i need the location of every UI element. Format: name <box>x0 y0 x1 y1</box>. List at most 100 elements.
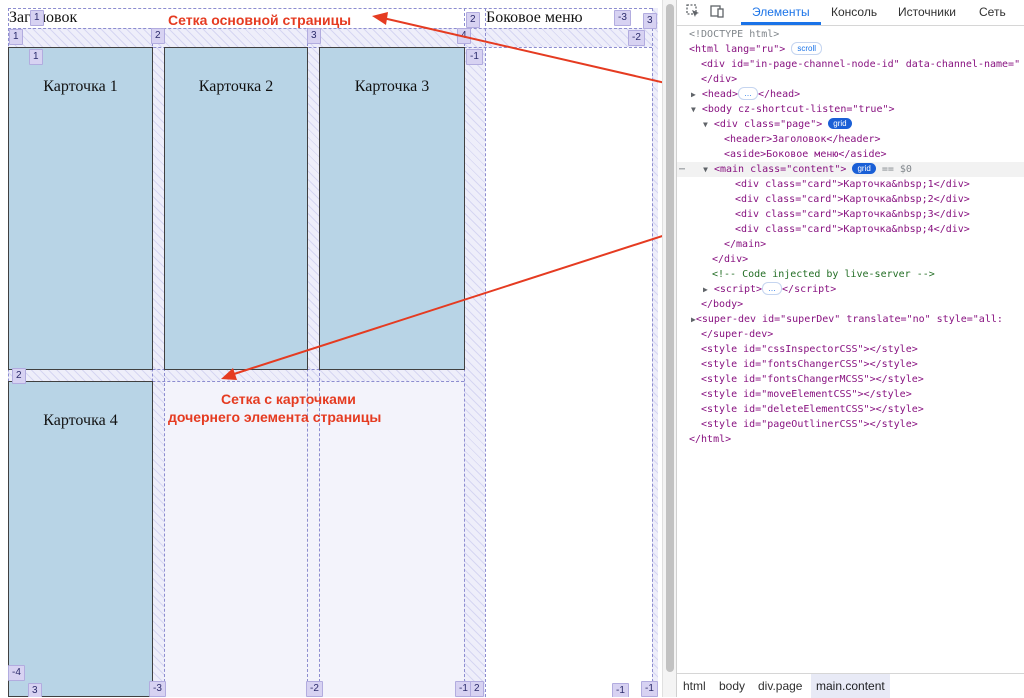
node-text: <!DOCTYPE html> <box>689 29 780 40</box>
collapse-triangle-icon[interactable]: ▼ <box>703 165 708 174</box>
node-text: <super-dev id="superDev" translate="no" … <box>695 314 1003 325</box>
node-text: <div class="card">Карточка&nbsp;1</div> <box>735 179 970 190</box>
dom-node-comment[interactable]: <!-- Code injected by live-server --> <box>677 267 1024 282</box>
preview-scrollbar[interactable] <box>662 0 677 697</box>
node-text: <div class="card">Карточка&nbsp;2</div> <box>735 194 970 205</box>
dom-node-body[interactable]: ▼ <body cz-shortcut-listen="true"> <box>677 102 1024 117</box>
node-text: </div> <box>712 254 749 265</box>
dom-node-super-dev[interactable]: ▶<super-dev id="superDev" translate="no"… <box>677 312 1024 327</box>
active-tab-indicator <box>741 22 821 25</box>
node-text: <div class="card">Карточка&nbsp;4</div> <box>735 224 970 235</box>
grid-line <box>8 28 652 29</box>
annotation-child-grid-line2: дочернего элемента страницы <box>168 409 382 425</box>
card-1: Карточка 1 <box>8 47 153 370</box>
node-text: <head> <box>701 89 738 100</box>
dom-node-style[interactable]: <style id="deleteElementCSS"></style> <box>677 402 1024 417</box>
dom-node-super-dev-close[interactable]: </super-dev> <box>677 327 1024 342</box>
grid-label: 1 <box>30 10 44 26</box>
dom-node-div-page[interactable]: ▼ <div class="page"> grid <box>677 117 1024 132</box>
expand-triangle-icon[interactable]: ▶ <box>703 285 708 294</box>
grid-label: -3 <box>149 681 166 697</box>
dom-node-doctype[interactable]: <!DOCTYPE html> <box>677 27 1024 42</box>
dom-node-main-close[interactable]: </main> <box>677 237 1024 252</box>
grid-label: 3 <box>307 28 321 44</box>
dom-node-html-close[interactable]: </html> <box>677 432 1024 447</box>
grid-label: -2 <box>628 30 645 46</box>
grid-gap-col-1 <box>152 47 164 697</box>
dom-node-card-1[interactable]: <div class="card">Карточка&nbsp;1</div> <box>677 177 1024 192</box>
row-menu-icon[interactable]: ⋯ <box>679 164 686 175</box>
tab-network[interactable]: Сеть <box>979 5 1006 19</box>
tab-sources[interactable]: Источники <box>898 5 956 19</box>
breadcrumb-div-page[interactable]: div.page <box>758 679 803 693</box>
annotation-main-grid: Сетка основной страницы <box>168 12 352 28</box>
breadcrumb-body[interactable]: body <box>719 679 746 693</box>
dom-node-body-close[interactable]: </body> <box>677 297 1024 312</box>
ellipsis-badge[interactable]: … <box>737 87 758 100</box>
ellipsis-badge[interactable]: … <box>762 282 783 295</box>
collapse-triangle-icon[interactable]: ▼ <box>703 120 708 129</box>
grid-line <box>652 8 653 697</box>
dom-node-card-3[interactable]: <div class="card">Карточка&nbsp;3</div> <box>677 207 1024 222</box>
breadcrumb-html[interactable]: html <box>683 679 706 693</box>
breadcrumb: html body div.page main.content <box>677 673 1024 698</box>
grid-label: 3 <box>28 683 42 697</box>
dom-node-style[interactable]: <style id="moveElementCSS"></style> <box>677 387 1024 402</box>
grid-line <box>8 381 464 382</box>
node-text: <aside>Боковое меню</aside> <box>724 149 887 160</box>
dom-node-script[interactable]: ▶ <script>…</script> <box>703 282 837 295</box>
grid-badge-content[interactable]: grid <box>852 163 876 174</box>
expand-triangle-icon[interactable]: ▶ <box>691 90 696 99</box>
device-toolbar-icon[interactable] <box>709 4 725 20</box>
page-preview: Заголовок Боковое меню Карточка 1 Карточ… <box>8 8 658 697</box>
dom-node-div-close[interactable]: </div> <box>677 252 1024 267</box>
grid-label: -3 <box>614 10 631 26</box>
grid-gap-row-mid <box>8 369 464 381</box>
dom-node-div-channel[interactable]: <div id="in-page-channel-node-id" data-c… <box>677 57 1024 72</box>
dom-node-header[interactable]: <header>Заголовок</header> <box>677 132 1024 147</box>
grid-line <box>164 47 165 697</box>
dom-node-main-content[interactable]: ⋯ ▼ <main class="content"> grid == $0 <box>677 162 1024 177</box>
dom-node-style[interactable]: <style id="cssInspectorCSS"></style> <box>677 342 1024 357</box>
grid-line <box>485 8 486 697</box>
tab-console[interactable]: Консоль <box>831 5 878 19</box>
dom-node-style[interactable]: <style id="fontsChangerMCSS"></style> <box>677 372 1024 387</box>
card-3: Карточка 3 <box>319 47 465 370</box>
page-aside: Боковое меню <box>486 9 583 26</box>
grid-label: -2 <box>306 681 323 697</box>
node-text: <header>Заголовок</header> <box>724 134 881 145</box>
grid-label: -1 <box>466 49 483 65</box>
node-text: <style id="cssInspectorCSS"></style> <box>701 344 918 355</box>
grid-label: 1 <box>29 49 43 65</box>
dom-node-aside[interactable]: <aside>Боковое меню</aside> <box>677 147 1024 162</box>
devtools-toolbar: Элементы Консоль Источники Сеть <box>677 0 1024 26</box>
dom-node-style[interactable]: <style id="pageOutlinerCSS"></style> <box>677 417 1024 432</box>
node-text: <div class="card">Карточка&nbsp;3</div> <box>735 209 970 220</box>
tab-elements[interactable]: Элементы <box>752 5 810 19</box>
node-text: <style id="moveElementCSS"></style> <box>701 389 912 400</box>
breadcrumb-main-content[interactable]: main.content <box>811 674 890 698</box>
devtools-panel: Элементы Консоль Источники Сеть <!DOCTYP… <box>676 0 1024 698</box>
empty-grid-cell <box>164 381 464 697</box>
card-2: Карточка 2 <box>164 47 308 370</box>
dom-node-html[interactable]: <html lang="ru"> scroll <box>677 42 1024 57</box>
grid-badge-page[interactable]: grid <box>828 118 852 129</box>
node-text: <!-- Code injected by live-server --> <box>712 269 935 280</box>
expand-triangle-icon[interactable]: ▶ <box>691 315 696 324</box>
dom-node-div-close[interactable]: </div> <box>677 72 1024 87</box>
grid-label: 4 <box>457 28 471 44</box>
node-text: <script> <box>713 284 763 295</box>
dom-node-card-2[interactable]: <div class="card">Карточка&nbsp;2</div> <box>677 192 1024 207</box>
collapse-triangle-icon[interactable]: ▼ <box>691 105 696 114</box>
node-text: <style id="fontsChangerMCSS"></style> <box>701 374 924 385</box>
grid-gap-row-top <box>8 28 652 47</box>
node-text: <style id="fontsChangerCSS"></style> <box>701 359 918 370</box>
preview-scrollbar-thumb[interactable] <box>666 4 674 672</box>
inspect-element-icon[interactable] <box>685 4 701 20</box>
dom-node-head[interactable]: ▶ <head>…</head> <box>691 87 801 100</box>
node-text: </div> <box>701 74 738 85</box>
scroll-badge[interactable]: scroll <box>791 42 823 55</box>
grid-label: 3 <box>643 13 657 29</box>
dom-node-style[interactable]: <style id="fontsChangerCSS"></style> <box>677 357 1024 372</box>
dom-node-card-4[interactable]: <div class="card">Карточка&nbsp;4</div> <box>677 222 1024 237</box>
